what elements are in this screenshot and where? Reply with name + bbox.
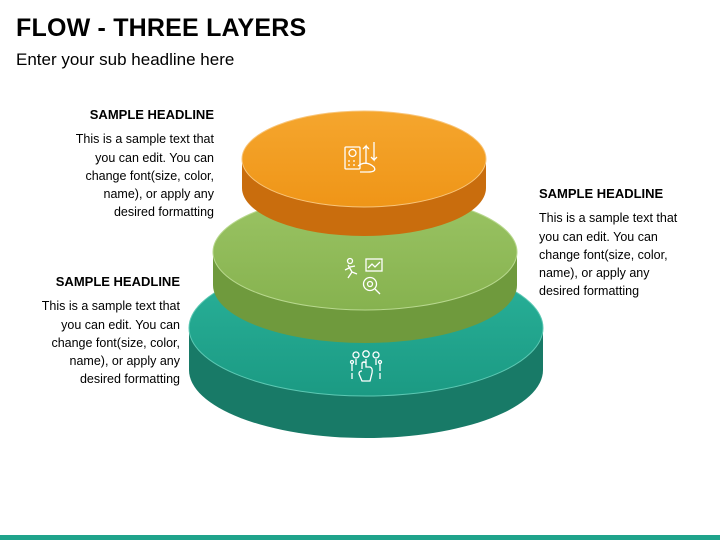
text-block-right: SAMPLE HEADLINE This is a sample text th… (539, 185, 709, 301)
block-line: This is a sample text that (75, 132, 214, 147)
block-line: name), or apply any (103, 187, 214, 202)
block-headline: SAMPLE HEADLINE (539, 186, 664, 201)
block-headline: SAMPLE HEADLINE (55, 274, 180, 289)
runner-analytics-icon (344, 257, 383, 295)
team-hand-icon (349, 350, 383, 382)
block-line: desired formatting (539, 284, 640, 299)
page-title: FLOW - THREE LAYERS (16, 14, 307, 42)
page-subtitle: Enter your sub headline here (16, 50, 235, 69)
block-line: This is a sample text that (539, 211, 678, 226)
block-line: you can edit. You can (95, 150, 214, 165)
block-line: desired formatting (113, 205, 214, 220)
block-line: name), or apply any (69, 354, 180, 369)
footer-accent-bar (0, 535, 720, 540)
layer-top-top (241, 110, 487, 208)
block-line: change font(size, color, (539, 247, 668, 262)
block-line: you can edit. You can (539, 229, 658, 244)
layer-top (241, 110, 487, 236)
text-block-top-left: SAMPLE HEADLINE This is a sample text th… (40, 106, 214, 222)
text-block-bottom-left: SAMPLE HEADLINE This is a sample text th… (10, 273, 180, 389)
block-headline: SAMPLE HEADLINE (89, 107, 214, 122)
block-line: desired formatting (79, 372, 180, 387)
block-line: name), or apply any (539, 266, 650, 281)
block-line: This is a sample text that (41, 299, 180, 314)
block-line: change font(size, color, (85, 168, 214, 183)
block-line: change font(size, color, (51, 335, 180, 350)
block-line: you can edit. You can (61, 317, 180, 332)
finance-growth-icon (344, 142, 378, 173)
